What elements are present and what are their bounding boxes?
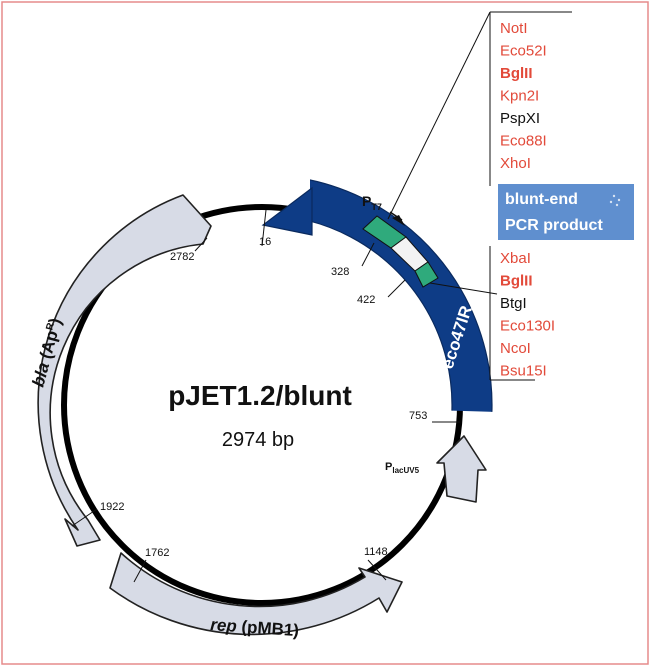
placuv5-label-main: P <box>385 461 392 473</box>
pt7-arrow-shaft <box>389 211 403 221</box>
mcs-lower-list: XbaI BglII BtgI Eco130I NcoI Bsu15I <box>500 250 555 380</box>
placuv5-promoter-arrow <box>436 435 487 503</box>
pt7-label-sub: T7 <box>371 202 382 212</box>
plasmid-name: pJET1.2/blunt <box>168 380 352 411</box>
restriction-site-eco88i: Eco88I <box>500 133 547 150</box>
restriction-site-eco52i: Eco52I <box>500 43 547 60</box>
pos-422: 422 <box>357 294 375 306</box>
pt7-label-main: P <box>362 193 371 209</box>
bla-label-close: ) <box>45 316 65 326</box>
rep-gene-arrow <box>109 552 403 636</box>
pos-16: 16 <box>259 236 271 248</box>
tick-1762 <box>133 559 147 583</box>
pos-1148: 1148 <box>364 546 388 558</box>
tick-1922 <box>71 508 98 527</box>
pt7-label: PT7 <box>362 193 382 212</box>
mcs-green-lower <box>414 261 439 288</box>
restriction-site-eco130i: Eco130I <box>500 318 555 335</box>
pos-1762: 1762 <box>145 547 169 559</box>
insert-line-2: PCR product <box>505 217 603 234</box>
pt7-arrow-icon <box>392 215 405 226</box>
tick-422 <box>387 279 406 298</box>
mcs-upper-list: NotI Eco52I BglII Kpn2I PspXI Eco88I XhoI <box>500 20 547 172</box>
rep-label-sub: (pMB1) <box>236 617 300 640</box>
placuv5-label-sub: lacUV5 <box>392 466 419 475</box>
restriction-site-pspxi: PspXI <box>500 110 540 127</box>
restriction-site-xbai: XbaI <box>500 250 531 267</box>
bla-gene-arrow <box>37 194 212 547</box>
pos-753: 753 <box>409 410 427 422</box>
tick-2782 <box>194 237 208 252</box>
leader-line-lower <box>429 282 498 295</box>
restriction-site-kpn2i: Kpn2I <box>500 88 539 105</box>
tick-16 <box>261 209 267 247</box>
pos-328: 328 <box>331 266 349 278</box>
restriction-site-ncoi: NcoI <box>500 340 531 357</box>
leader-line-upper <box>387 11 491 220</box>
insert-dots-icon <box>609 194 621 207</box>
insert-line-1: blunt-end <box>505 191 578 208</box>
eco47ir-arrow-tip <box>261 186 313 236</box>
eco47ir-segment <box>262 174 493 412</box>
plasmid-size: 2974 bp <box>222 429 294 451</box>
restriction-site-bsu15i: Bsu15I <box>500 363 547 380</box>
pos-2782: 2782 <box>170 251 194 263</box>
insert-box <box>498 184 634 240</box>
rep-label-main: rep <box>210 615 238 636</box>
restriction-site-xhoi: XhoI <box>500 155 531 172</box>
restriction-site-bglii: BglII <box>500 65 533 82</box>
restriction-site-noti: NotI <box>500 20 528 37</box>
placuv5-label: PlacUV5 <box>385 461 420 475</box>
tick-328 <box>361 242 375 267</box>
restriction-site-bglii: BglII <box>500 273 533 290</box>
pos-1922: 1922 <box>100 501 124 513</box>
rep-label: rep (pMB1) <box>210 615 300 640</box>
bla-label-sup: R <box>44 321 57 332</box>
restriction-site-btgi: BtgI <box>500 295 527 312</box>
tick-1148 <box>367 559 387 581</box>
